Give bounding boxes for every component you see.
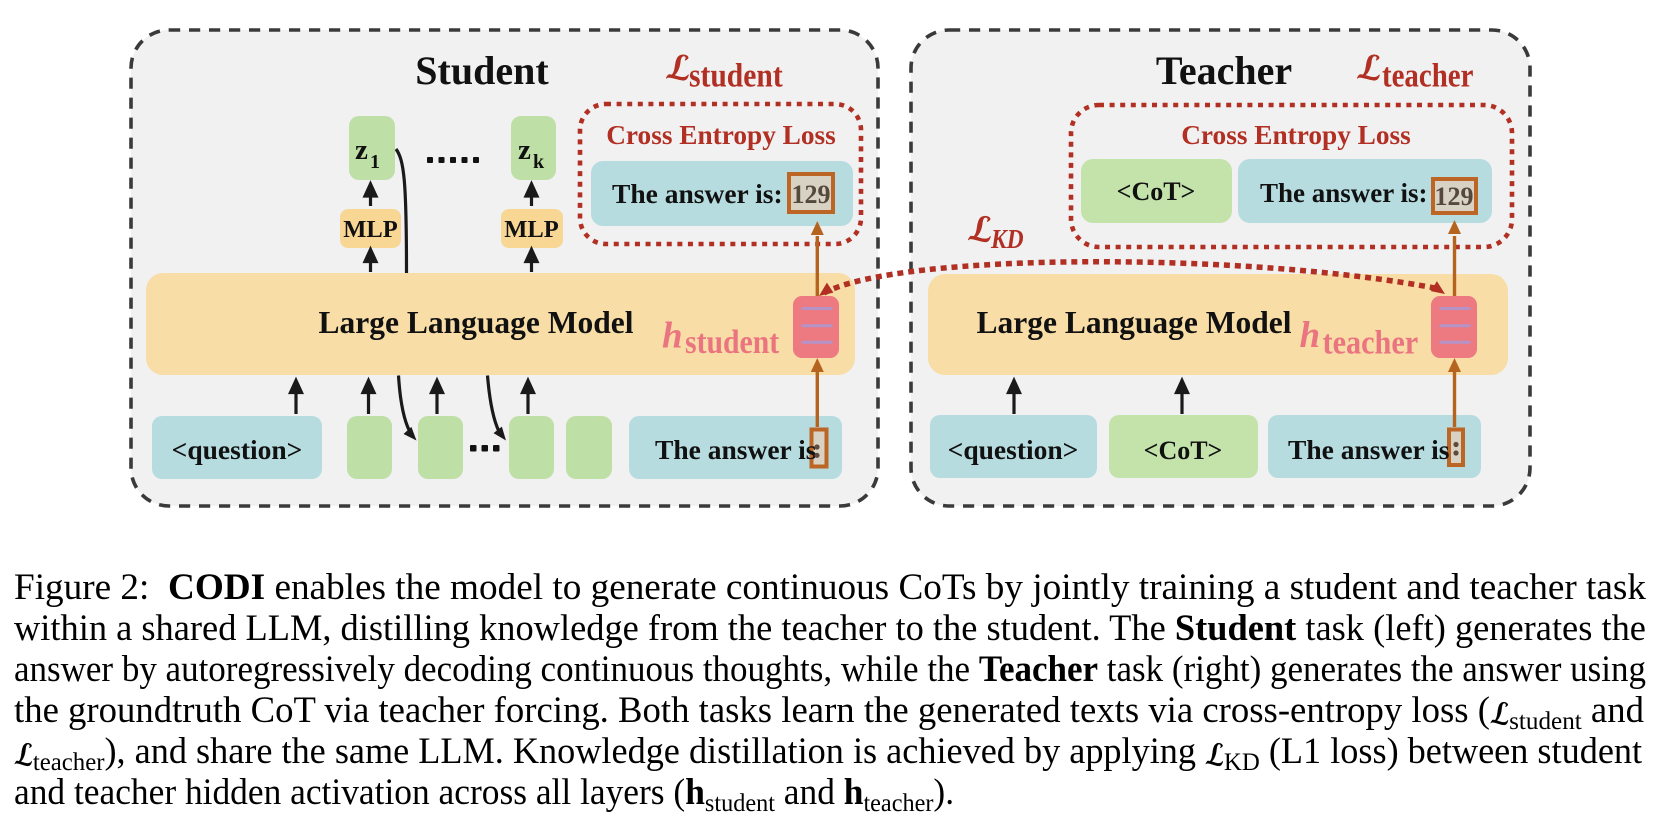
svg-text:teacher: teacher (1382, 56, 1473, 94)
svg-text:Large Language Model: Large Language Model (319, 305, 634, 340)
svg-text:KD: KD (990, 225, 1024, 255)
svg-text:Large Language Model: Large Language Model (977, 305, 1292, 340)
svg-text:z: z (355, 134, 368, 166)
svg-text:student: student (689, 57, 783, 94)
svg-text:student: student (685, 323, 780, 360)
svg-text:<CoT>: <CoT> (1117, 177, 1196, 206)
svg-text:k: k (533, 151, 545, 173)
svg-text:<question>: <question> (948, 434, 1079, 465)
svg-text:Cross Entropy Loss: Cross Entropy Loss (606, 120, 836, 150)
svg-text:Cross Entropy Loss: Cross Entropy Loss (1181, 120, 1411, 150)
svg-text:Teacher: Teacher (1156, 48, 1292, 93)
svg-text:MLP: MLP (343, 216, 397, 243)
svg-text:z: z (518, 134, 531, 166)
svg-text:<question>: <question> (172, 434, 303, 465)
svg-text:teacher: teacher (1323, 323, 1419, 361)
svg-text:The answer is: The answer is (1288, 434, 1450, 465)
svg-text:The answer is: The answer is (655, 434, 817, 465)
svg-text:129: 129 (1435, 182, 1474, 211)
svg-text:1: 1 (370, 151, 380, 173)
svg-text:h: h (662, 316, 683, 357)
svg-text:129: 129 (792, 180, 831, 209)
svg-text:<CoT>: <CoT> (1144, 436, 1223, 465)
svg-text:MLP: MLP (504, 216, 558, 243)
svg-text:The answer is:: The answer is: (612, 178, 783, 209)
svg-text:Student: Student (415, 48, 549, 93)
svg-text:h: h (1300, 315, 1321, 356)
svg-text:The answer is:: The answer is: (1260, 178, 1428, 208)
